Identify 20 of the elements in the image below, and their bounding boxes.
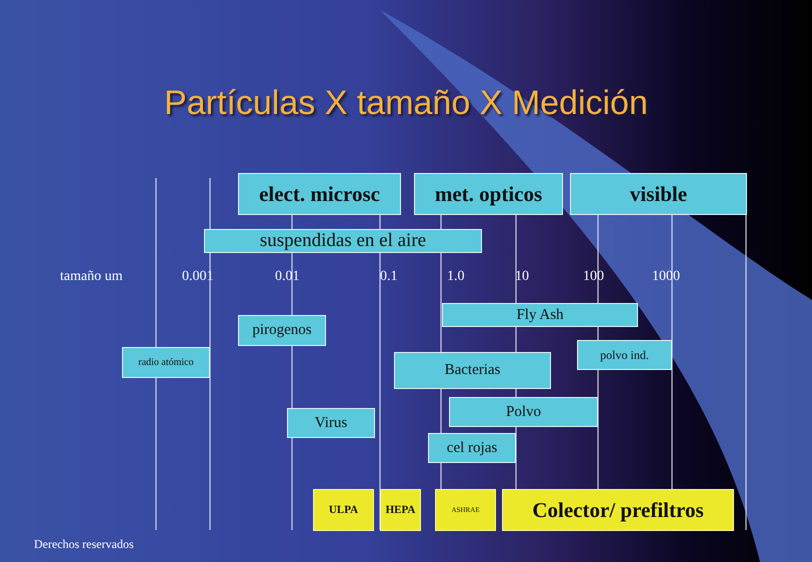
tick-label: 1.0 [447, 269, 464, 285]
filter-box: Colector/ prefiltros [502, 489, 734, 531]
range-box: suspendidas en el aire [204, 229, 482, 253]
range-box: elect. microsc [238, 173, 401, 215]
range-box: met. opticos [414, 173, 563, 215]
tick-label: 0.1 [380, 269, 398, 285]
axis-label: tamaño um [60, 269, 123, 285]
title: Partículas X tamaño X Medición [163, 84, 649, 123]
range-box: Bacterias [394, 352, 551, 389]
range-box: cel rojas [428, 433, 516, 463]
range-box: visible [570, 173, 747, 215]
range-box: polvo ind. [577, 340, 672, 370]
range-box: Fly Ash [442, 303, 638, 327]
range-box: Virus [287, 408, 375, 438]
range-box: pirogenos [238, 315, 326, 346]
range-box: radio atómico [122, 347, 210, 378]
filter-box: ULPA [313, 489, 374, 531]
filter-box: HEPA [380, 489, 421, 531]
range-box: Polvo [449, 397, 598, 427]
copyright-note: Derechos reservados [34, 537, 134, 552]
